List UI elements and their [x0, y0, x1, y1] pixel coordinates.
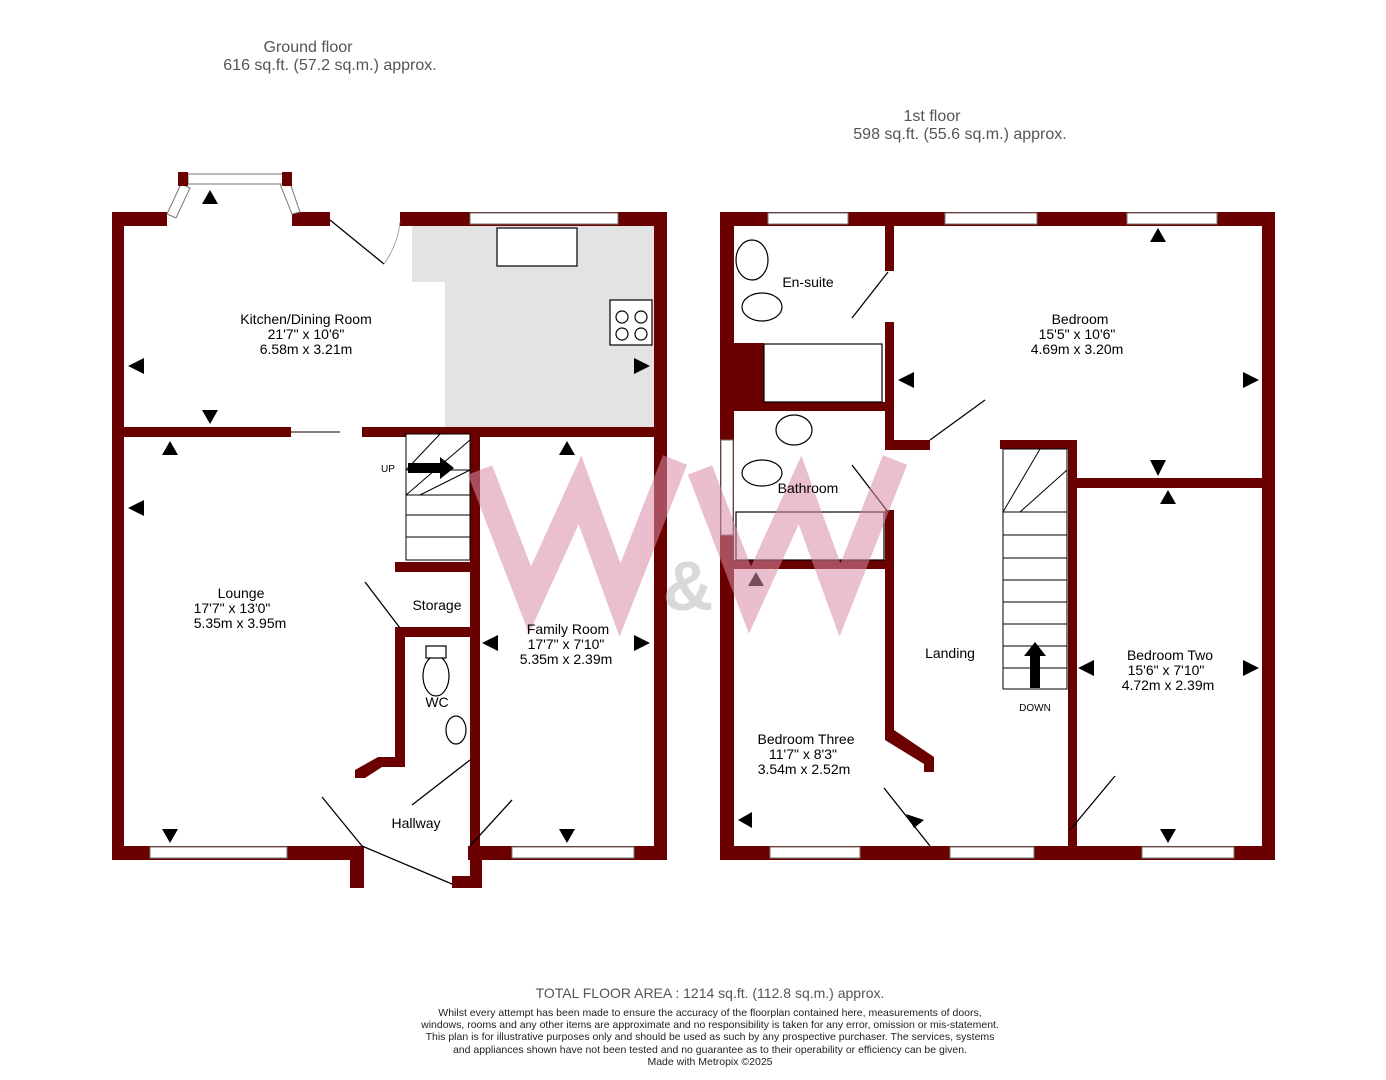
svg-text:5.35m x 2.39m: 5.35m x 2.39m [520, 651, 613, 667]
svg-text:Bedroom Three: Bedroom Three [757, 731, 854, 747]
stairs-up [405, 433, 471, 561]
svg-text:Kitchen/Dining Room: Kitchen/Dining Room [240, 311, 372, 327]
total-floor-area: TOTAL FLOOR AREA : 1214 sq.ft. (112.8 sq… [535, 985, 885, 1001]
svg-text:15'5" x 10'6": 15'5" x 10'6" [1039, 326, 1116, 342]
disclaimer: Whilst every attempt has been made to en… [420, 1007, 1000, 1068]
arrow-down-icon [1024, 642, 1046, 688]
svg-text:5.35m x 3.95m: 5.35m x 3.95m [194, 615, 287, 631]
first-floor-title: 1st floor [904, 108, 962, 125]
disclaimer-text: Whilst every attempt has been made to en… [421, 1007, 999, 1056]
svg-text:Bedroom Two: Bedroom Two [1127, 647, 1213, 663]
room-landing: Landing [925, 645, 975, 661]
svg-text:Lounge: Lounge [218, 585, 265, 601]
room-bedroom-three: Bedroom Three 11'7" x 8'3" 3.54m x 2.52m [757, 731, 854, 777]
room-kitchen-dining: Kitchen/Dining Room 21'7" x 10'6" 6.58m … [240, 311, 372, 357]
arrow-up-icon [408, 457, 454, 479]
room-hallway: Hallway [391, 815, 440, 831]
room-bedroom: Bedroom 15'5" x 10'6" 4.69m x 3.20m [1031, 311, 1124, 357]
room-wc: WC [425, 694, 448, 710]
room-storage: Storage [412, 597, 461, 613]
svg-text:Bedroom: Bedroom [1052, 311, 1109, 327]
dimension-arrows [128, 190, 650, 843]
watermark-logo: & [467, 455, 908, 637]
shower [763, 343, 883, 403]
svg-text:4.72m x 2.39m: 4.72m x 2.39m [1122, 677, 1215, 693]
ground-floor-title: Ground floor [264, 39, 354, 56]
ground-floor-plan: UP [112, 172, 667, 888]
svg-text:Family Room: Family Room [527, 621, 609, 637]
svg-text:4.69m x 3.20m: 4.69m x 3.20m [1031, 341, 1124, 357]
stairs-down-label: DOWN [1019, 703, 1051, 714]
credit: Made with Metropix ©2025 [647, 1055, 773, 1068]
room-bathroom: Bathroom [778, 480, 839, 496]
svg-text:17'7" x 7'10": 17'7" x 7'10" [528, 636, 605, 652]
svg-text:17'7" x 13'0": 17'7" x 13'0" [194, 600, 271, 616]
room-family-room: Family Room 17'7" x 7'10" 5.35m x 2.39m [520, 621, 613, 667]
svg-text:3.54m x 2.52m: 3.54m x 2.52m [758, 761, 851, 777]
svg-text:6.58m x 3.21m: 6.58m x 3.21m [260, 341, 353, 357]
svg-text:11'7" x 8'3": 11'7" x 8'3" [769, 746, 837, 762]
room-en-suite: En-suite [782, 274, 834, 290]
first-floor-area: 598 sq.ft. (55.6 sq.m.) approx. [853, 126, 1066, 143]
room-lounge: Lounge 17'7" x 13'0" 5.35m x 3.95m [194, 585, 287, 631]
svg-text:&: & [663, 547, 714, 625]
sink [496, 227, 578, 267]
room-bedroom-two: Bedroom Two 15'6" x 7'10" 4.72m x 2.39m [1122, 647, 1215, 693]
svg-text:15'6" x 7'10": 15'6" x 7'10" [1128, 662, 1205, 678]
stairs-up-label: UP [381, 464, 395, 475]
ground-floor-area: 616 sq.ft. (57.2 sq.m.) approx. [223, 57, 436, 74]
svg-text:21'7" x 10'6": 21'7" x 10'6" [268, 326, 345, 342]
